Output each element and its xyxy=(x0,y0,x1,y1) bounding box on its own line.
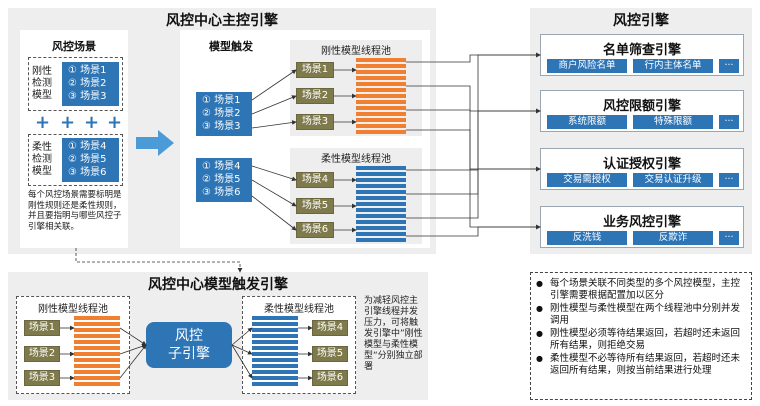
scene-item: ① 场景1 xyxy=(68,65,107,76)
trigger-section-title: 模型触发 xyxy=(209,40,253,53)
risk-sub-engine-label: 风控 子引擎 xyxy=(168,328,210,362)
pool-scene-box: 场景2 xyxy=(24,346,60,362)
flex-pool-title: 柔性模型线程池 xyxy=(321,154,391,165)
rigid-model-label: 刚性 检测 模型 xyxy=(32,66,52,101)
note-item: 每个场景关联不同类型的多个风控模型，主控引擎需要根据配置加以区分 xyxy=(536,278,748,302)
engine-sub-button[interactable]: 商户风险名单 xyxy=(547,59,627,73)
scene-item: ② 场景2 xyxy=(202,108,241,119)
deployment-note: 为减轻风控主引擎线程并发压力，可将触发引擎中”刚性模型与柔性模型“分别独立部署 xyxy=(364,296,423,372)
engine-more-button[interactable]: ··· xyxy=(719,115,739,129)
scene-note: 每个风控场景需要标明是刚性规则还是柔性规则，并且要指明与哪些风控子引擎相关联。 xyxy=(28,190,122,232)
rigid-pool-title: 刚性模型线程池 xyxy=(321,46,391,57)
engine-card-business: 业务风控引擎 反洗钱 反欺诈 ··· xyxy=(540,206,744,248)
engine-title: 业务风控引擎 xyxy=(602,215,681,230)
bottom-rigid-pool-title: 刚性模型线程池 xyxy=(38,304,108,315)
plus-icon: + xyxy=(35,112,51,133)
engine-sub-button[interactable]: 行内主体名单 xyxy=(633,59,713,73)
engine-sub-button[interactable]: 交易需授权 xyxy=(547,173,627,187)
flex-scene-list: ① 场景4 ② 场景5 ③ 场景6 xyxy=(62,138,119,182)
pool-scene-box: 场景5 xyxy=(296,198,334,214)
risk-sub-engine: 风控 子引擎 xyxy=(146,322,232,368)
scene-item: ① 场景4 xyxy=(202,161,241,172)
engine-sub-button[interactable]: 系统限额 xyxy=(547,115,627,129)
pool-scene-box: 场景1 xyxy=(24,320,60,336)
trigger-flex-list: ① 场景4 ② 场景5 ③ 场景6 xyxy=(196,158,252,202)
rigid-scene-list: ① 场景1 ② 场景2 ③ 场景3 xyxy=(62,62,119,106)
engine-title: 认证授权引擎 xyxy=(602,157,681,172)
scene-item: ② 场景5 xyxy=(202,174,241,185)
pool-scene-box: 场景1 xyxy=(296,62,334,78)
trigger-engine-title: 风控中心模型触发引擎 xyxy=(148,277,288,293)
engine-card-list-screening: 名单筛查引擎 商户风险名单 行内主体名单 ··· xyxy=(540,34,744,76)
plus-icon: + xyxy=(60,112,76,133)
engine-sub-button[interactable]: 交易认证升级 xyxy=(633,173,713,187)
engine-more-button[interactable]: ··· xyxy=(719,59,739,73)
main-control-title: 风控中心主控引擎 xyxy=(166,13,278,29)
flow-arrow-icon xyxy=(136,130,174,156)
pool-scene-box: 场景6 xyxy=(312,370,348,386)
note-item: 刚性模型必须等待结果返回，若超时还未返回所有结果，则拒绝交易 xyxy=(536,328,748,352)
engine-panel-title: 风控引擎 xyxy=(613,13,669,29)
scene-item: ② 场景2 xyxy=(68,78,107,89)
pool-scene-box: 场景3 xyxy=(296,114,334,130)
scene-section-title: 风控场景 xyxy=(52,40,96,53)
scene-item: ① 场景1 xyxy=(202,95,241,106)
plus-icon: + xyxy=(107,112,123,133)
bottom-flex-pool-title: 柔性模型线程池 xyxy=(264,304,334,315)
engine-card-limit: 风控限额引擎 系统限额 特殊限额 ··· xyxy=(540,90,744,132)
engine-card-auth: 认证授权引擎 交易需授权 交易认证升级 ··· xyxy=(540,148,744,190)
scene-item: ③ 场景6 xyxy=(202,187,241,198)
scene-item: ③ 场景3 xyxy=(68,91,107,102)
engine-more-button[interactable]: ··· xyxy=(719,231,739,245)
trigger-rigid-list: ① 场景1 ② 场景2 ③ 场景3 xyxy=(196,92,252,136)
scene-item: ② 场景5 xyxy=(68,154,107,165)
engine-title: 风控限额引擎 xyxy=(602,99,681,114)
plus-icon: + xyxy=(84,112,100,133)
flex-model-label: 柔性 检测 模型 xyxy=(32,142,52,177)
note-item: 柔性模型不必等待所有结果返回，若超时还未返回所有结果，则按当前结果进行处理 xyxy=(536,353,748,377)
engine-sub-button[interactable]: 反欺诈 xyxy=(633,231,713,245)
pool-scene-box: 场景4 xyxy=(312,320,348,336)
scene-item: ① 场景4 xyxy=(68,141,107,152)
pool-scene-box: 场景6 xyxy=(296,222,334,238)
pool-scene-box: 场景5 xyxy=(312,346,348,362)
pool-scene-box: 场景4 xyxy=(296,172,334,188)
engine-more-button[interactable]: ··· xyxy=(719,173,739,187)
pool-scene-box: 场景3 xyxy=(24,370,60,386)
scene-item: ③ 场景6 xyxy=(68,167,107,178)
engine-sub-button[interactable]: 特殊限额 xyxy=(633,115,713,129)
engine-title: 名单筛查引擎 xyxy=(602,43,681,58)
pool-scene-box: 场景2 xyxy=(296,88,334,104)
scene-item: ③ 场景3 xyxy=(202,121,241,132)
note-item: 刚性模型与柔性模型在两个线程池中分别并发调用 xyxy=(536,303,748,327)
engine-sub-button[interactable]: 反洗钱 xyxy=(547,231,627,245)
notes-list: 每个场景关联不同类型的多个风控模型，主控引擎需要根据配置加以区分 刚性模型与柔性… xyxy=(536,278,748,378)
